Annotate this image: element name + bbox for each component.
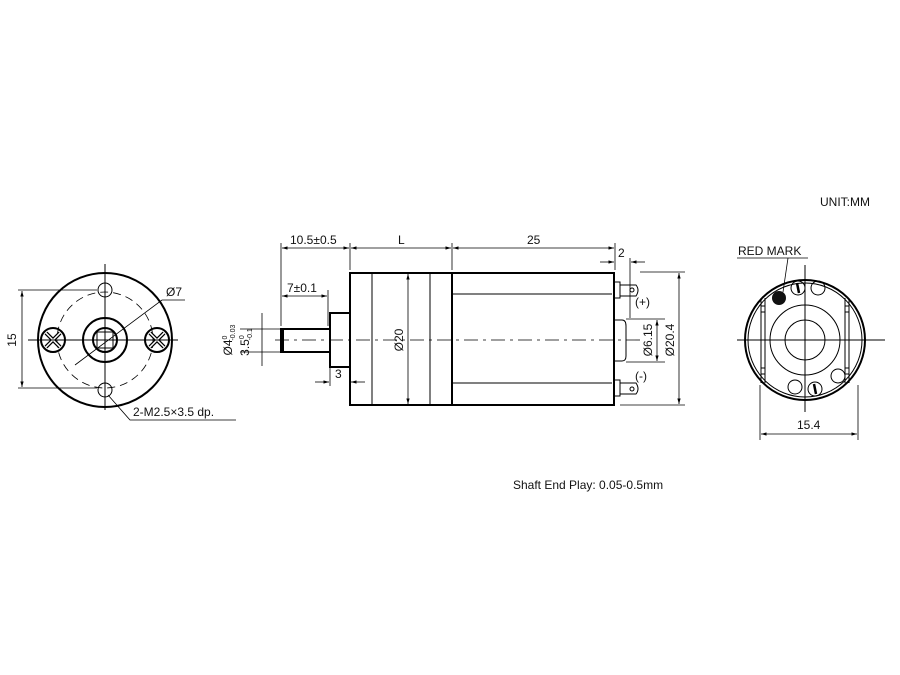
dim-boss-length: 3 bbox=[335, 367, 342, 381]
dim-motor-length: 25 bbox=[527, 233, 541, 247]
rear-view: RED MARK 15.4 bbox=[737, 244, 885, 440]
svg-text:3.50-0.1: 3.50-0.1 bbox=[238, 328, 254, 356]
tol-lower: -0.03 bbox=[230, 324, 237, 340]
dim-motor-dia: Ø20.4 bbox=[663, 323, 677, 356]
red-mark-label: RED MARK bbox=[738, 244, 801, 258]
dim-shaft-length: 10.5±0.5 bbox=[290, 233, 337, 247]
dim-gearbox-length: L bbox=[398, 233, 405, 247]
terminal-minus-label: (-) bbox=[635, 369, 647, 383]
red-mark bbox=[772, 291, 786, 305]
dim-15: 15 bbox=[5, 333, 19, 347]
dim-hub-dia: Ø7 bbox=[166, 285, 182, 299]
dim-gearbox-dia: Ø20 bbox=[392, 328, 406, 351]
tol-upper: 0 bbox=[239, 335, 246, 339]
dim-shaft-dia: Ø4 bbox=[221, 339, 235, 355]
dim-boss-dia: Ø6.15 bbox=[641, 323, 655, 356]
dim-flat: 3.5 bbox=[238, 339, 252, 356]
shaft-end-play-note: Shaft End Play: 0.05-0.5mm bbox=[513, 478, 663, 492]
terminal-minus bbox=[613, 379, 639, 397]
tol-upper: 0 bbox=[222, 335, 229, 339]
terminal-plus-label: (+) bbox=[635, 295, 650, 309]
side-view: (+) (-) 10.5±0.5 L 25 2 7±0.1 3 Ø40-0.03 bbox=[221, 233, 685, 406]
svg-text:Ø40-0.03: Ø40-0.03 bbox=[221, 324, 237, 355]
front-view: 15 Ø7 2-M2.5×3.5 dp. bbox=[5, 264, 236, 421]
dim-flat-length: 7±0.1 bbox=[287, 281, 317, 295]
dim-rear-width: 15.4 bbox=[797, 418, 821, 432]
unit-label: UNIT:MM bbox=[820, 195, 870, 209]
dim-terminal-offset: 2 bbox=[618, 246, 625, 260]
screw-callout: 2-M2.5×3.5 dp. bbox=[133, 405, 214, 419]
tol-lower: -0.1 bbox=[247, 328, 254, 340]
